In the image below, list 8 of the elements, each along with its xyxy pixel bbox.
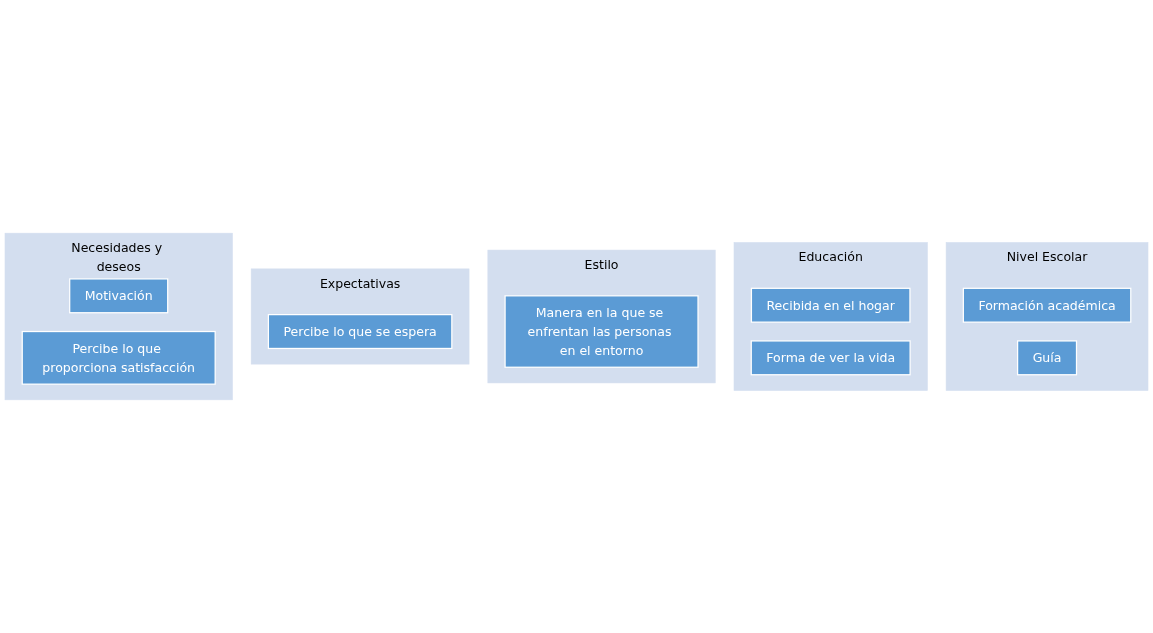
node-box: Formación académica — [962, 287, 1132, 323]
node-box: Recibida en el hogar — [750, 287, 911, 323]
node-box: Motivación — [69, 278, 169, 314]
node-box: Guía — [1017, 340, 1078, 376]
node-box: Percibe lo que se espera — [267, 314, 453, 350]
node-box: Percibe lo que proporciona satisfacción — [21, 330, 216, 385]
node-box: Manera en la que se enfrentan las personas en el entorno — [504, 295, 699, 368]
node-box: Forma de ver la vida — [750, 340, 911, 376]
